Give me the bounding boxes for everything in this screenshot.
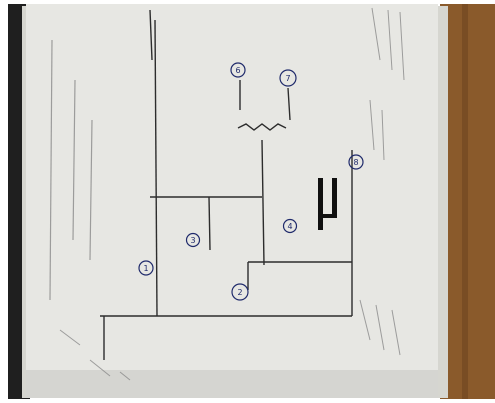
title-line-3: [89, 119, 93, 261]
node-label-2: 2: [237, 288, 242, 297]
sketch-lines: [100, 9, 353, 360]
scribble-left-bottom: [59, 329, 131, 381]
node-circle-3: [185, 232, 201, 248]
zigzag-run: [237, 123, 287, 131]
node-label-6: 6: [235, 66, 240, 75]
equipment-bar-base: [318, 214, 337, 218]
node-label-3: 3: [190, 236, 195, 245]
equipment-symbol: [318, 178, 337, 230]
node-circle-4: [282, 218, 298, 234]
title-line-1: [49, 39, 53, 301]
paper-sheet: [26, 4, 438, 398]
node-label-1: 1: [143, 264, 148, 273]
title-line-2: [72, 79, 76, 241]
right-vertical: [261, 139, 265, 266]
inner-vertical: [208, 196, 211, 251]
title-block: [49, 39, 93, 301]
main-line-left-vertical: [154, 19, 158, 317]
node7-stub: [287, 87, 291, 121]
margin-scribbles: [59, 7, 405, 381]
node-label-7: 7: [285, 74, 290, 83]
top-short-line: [149, 9, 153, 61]
node-circle-6: [230, 62, 246, 78]
node-labels: 1 2 3 4 6 7 8: [143, 66, 358, 297]
scribble-right-2: [369, 99, 385, 161]
node-circle-2: [231, 283, 249, 301]
equipment-bar-long: [318, 178, 323, 230]
scribble-bottom: [359, 299, 401, 356]
node-label-8: 8: [353, 158, 358, 167]
scribble-right-1: [371, 7, 405, 81]
node-circles: [138, 62, 364, 301]
node-circle-7: [279, 69, 297, 87]
equipment-bar-short: [332, 178, 337, 214]
wood-grain: [462, 4, 468, 399]
node-circle-1: [138, 260, 154, 276]
node-label-4: 4: [287, 222, 292, 231]
paper-shadow: [26, 370, 438, 398]
node-circle-8: [348, 154, 364, 170]
